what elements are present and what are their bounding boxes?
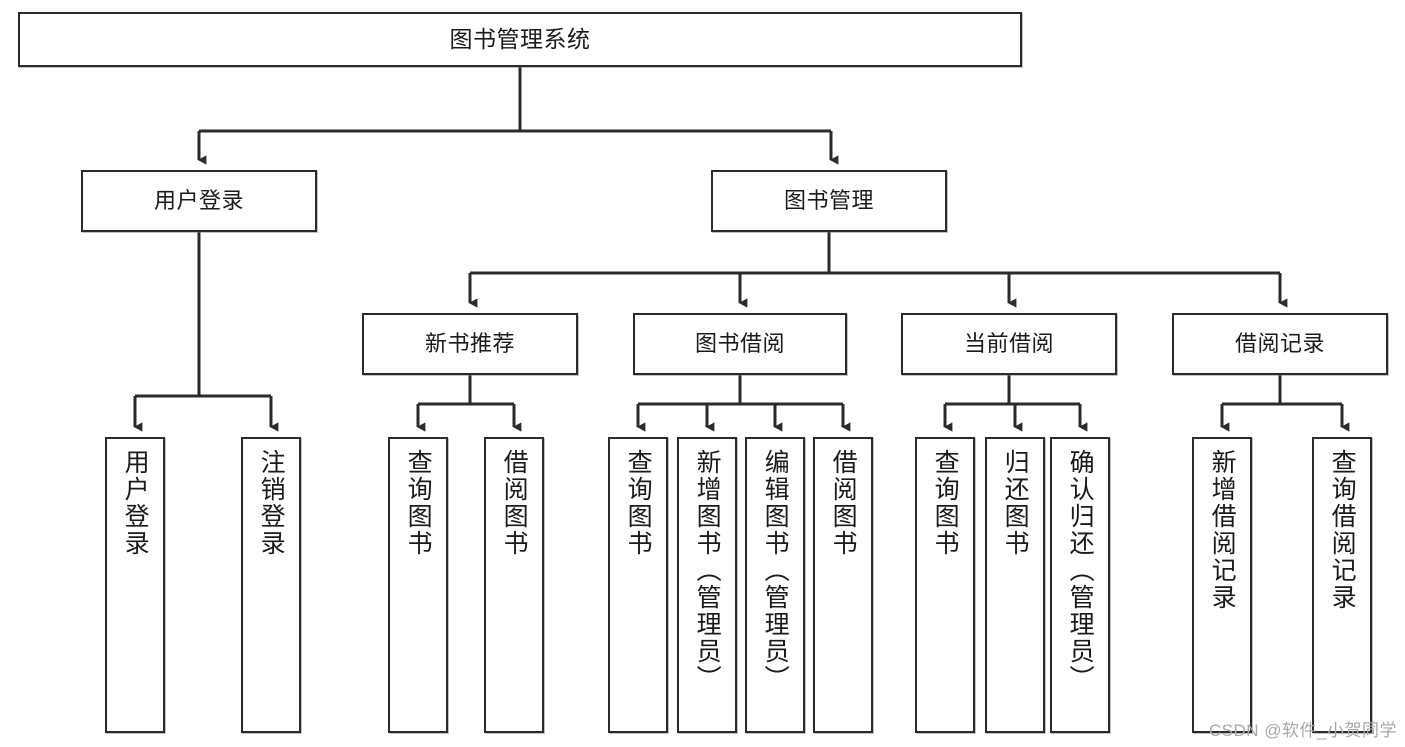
node-label: 图书管理系统 [449,25,591,52]
node-label: 借阅记录 [1234,331,1325,357]
node-label: 当前借阅 [963,331,1054,357]
node-leaf-return-book[interactable]: 归还图书 [985,437,1045,733]
node-label: 用户登录 [153,188,244,214]
node-label: 用户登录 [121,449,150,557]
node-leaf-query-book-1[interactable]: 查询图书 [388,437,448,733]
node-leaf-edit-book[interactable]: 编辑图书（管理员） [745,437,805,733]
node-label: 确认归还（管理员） [1066,449,1095,692]
node-leaf-query-book-3[interactable]: 查询图书 [915,437,975,733]
node-label: 注销登录 [257,449,286,557]
node-leaf-add-book[interactable]: 新增图书（管理员） [677,437,737,733]
node-label: 查询图书 [931,449,960,557]
node-leaf-borrow-book-2[interactable]: 借阅图书 [813,437,873,733]
node-label: 图书管理 [783,188,874,214]
node-leaf-query-record[interactable]: 查询借阅记录 [1312,437,1372,733]
node-leaf-user-login[interactable]: 用户登录 [105,437,165,733]
node-book-borrow[interactable]: 图书借阅 [633,313,847,375]
node-label: 新增图书（管理员） [693,449,722,692]
node-current-borrow[interactable]: 当前借阅 [901,313,1117,375]
node-leaf-add-record[interactable]: 新增借阅记录 [1192,437,1252,733]
node-borrow-record[interactable]: 借阅记录 [1172,313,1388,375]
node-user-login[interactable]: 用户登录 [81,170,317,232]
node-leaf-query-book-2[interactable]: 查询图书 [608,437,668,733]
node-label: 新增借阅记录 [1208,449,1237,611]
node-label: 借阅图书 [500,449,529,557]
node-leaf-logout[interactable]: 注销登录 [241,437,301,733]
node-label: 查询借阅记录 [1328,449,1357,611]
node-label: 新书推荐 [424,331,515,357]
node-root-system[interactable]: 图书管理系统 [18,12,1022,67]
node-label: 借阅图书 [829,449,858,557]
node-new-book-recommend[interactable]: 新书推荐 [362,313,578,375]
node-leaf-borrow-book-1[interactable]: 借阅图书 [484,437,544,733]
node-label: 查询图书 [404,449,433,557]
node-leaf-confirm-return[interactable]: 确认归还（管理员） [1050,437,1110,733]
node-label: 查询图书 [624,449,653,557]
node-label: 图书借阅 [694,331,785,357]
node-label: 编辑图书（管理员） [761,449,790,692]
node-book-management[interactable]: 图书管理 [711,170,947,232]
node-label: 归还图书 [1001,449,1030,557]
